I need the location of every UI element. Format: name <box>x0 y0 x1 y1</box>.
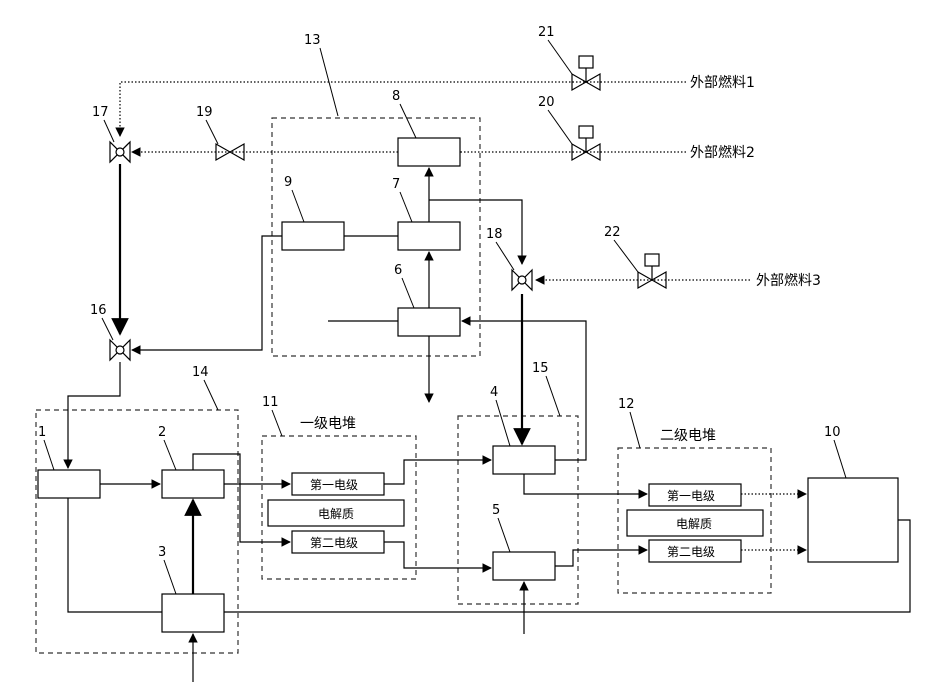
label-6: 6 <box>394 263 402 278</box>
stack1-title: 一级电堆 <box>300 416 356 432</box>
stack2-electrode1: 第一电级 <box>667 489 715 503</box>
label-3: 3 <box>158 545 166 560</box>
valve-16 <box>110 340 130 360</box>
valve-17 <box>110 142 130 162</box>
label-1: 1 <box>38 425 46 440</box>
component-8 <box>398 138 460 166</box>
component-7 <box>398 222 460 250</box>
valve-18 <box>512 270 532 290</box>
box5-to-s2e2 <box>555 550 647 566</box>
label-19: 19 <box>196 105 213 120</box>
label-13: 13 <box>304 33 321 48</box>
box4-to-box6 <box>462 321 586 460</box>
label-21: 21 <box>538 25 555 40</box>
s1e2-to-box5 <box>384 542 491 568</box>
stack2-electrolyte: 电解质 <box>676 517 712 531</box>
label-22: 22 <box>604 225 621 240</box>
valve16-to-box1 <box>68 362 120 468</box>
label-15: 15 <box>532 361 549 376</box>
label-16: 16 <box>90 303 107 318</box>
component-2 <box>162 470 224 498</box>
label-7: 7 <box>392 177 400 192</box>
component-3 <box>162 594 224 632</box>
component-10 <box>808 478 898 562</box>
label-17: 17 <box>92 105 109 120</box>
label-18: 18 <box>486 227 503 242</box>
component-5 <box>493 552 555 580</box>
valve-22 <box>638 254 666 288</box>
box4-to-s2e1 <box>524 474 647 494</box>
fuel2-label: 外部燃料2 <box>690 144 755 161</box>
valve-21 <box>572 56 600 90</box>
fuel3-label: 外部燃料3 <box>756 272 821 289</box>
s1e1-to-box4 <box>384 460 491 484</box>
stack2-electrode2: 第二电级 <box>667 545 715 559</box>
stack2-title: 二级电堆 <box>660 428 716 444</box>
label-2: 2 <box>158 425 166 440</box>
label-10: 10 <box>824 425 841 440</box>
stack1-electrode2: 第二电级 <box>310 536 358 550</box>
component-1 <box>38 470 100 498</box>
label-12: 12 <box>618 397 635 412</box>
label-9: 9 <box>284 175 292 190</box>
valve-20 <box>572 126 600 160</box>
component-9 <box>282 222 344 250</box>
label-5: 5 <box>492 503 500 518</box>
stack1-electrolyte: 电解质 <box>318 507 354 521</box>
stack1-electrode1: 第一电级 <box>310 478 358 492</box>
fuel1-label: 外部燃料1 <box>690 74 755 91</box>
box9-to-valve16 <box>132 236 282 350</box>
component-6 <box>398 308 460 336</box>
label-20: 20 <box>538 95 555 110</box>
label-14: 14 <box>192 365 209 380</box>
label-11: 11 <box>262 395 279 410</box>
label-8: 8 <box>392 89 400 104</box>
component-4 <box>493 446 555 474</box>
label-4: 4 <box>490 385 498 400</box>
box1-to-box3 <box>68 498 162 612</box>
